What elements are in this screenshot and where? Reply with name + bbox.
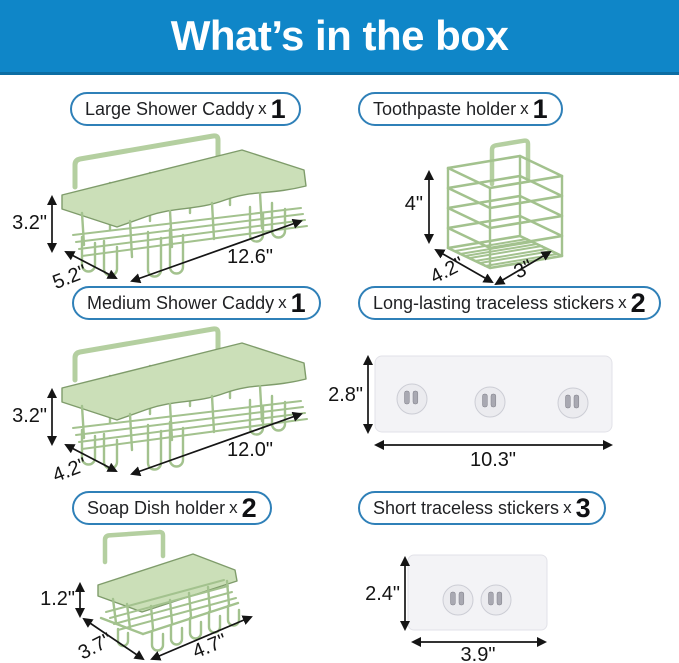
width-arrow [130,218,303,284]
toothpaste-holder-dimensions: 4" 4.2" 3" [405,169,552,288]
medium-shower-caddy-figure: 3.2" 4.2" 12.0" [12,326,308,487]
large-caddy-height-label: 3.2" [12,212,47,234]
times-sign: x [563,498,572,517]
width-arrow [494,250,552,286]
toothpaste-depth-label: 4.2" [427,253,468,288]
short-sticker-dimensions: 2.4" 3.9" [365,555,548,663]
item-qty: 3 [575,492,591,523]
item-name: Long-lasting traceless stickers [373,292,615,313]
cage-hanging-loop-icon [489,138,531,187]
short-sticker-height-label: 2.4" [365,583,400,605]
depth-arrow [64,251,118,279]
item-name: Toothpaste holder [373,98,517,119]
hook-mount-2 [474,386,506,418]
page-title: What’s in the box [170,12,509,59]
label-long-lasting-stickers: Long-lasting traceless stickers x 2 [358,286,661,320]
label-large-shower-caddy: Large Shower Caddy x 1 [70,92,301,126]
long-sticker-figure: 2.8" 10.3" [328,354,614,471]
item-name: Large Shower Caddy [85,98,255,119]
medium-caddy-depth-label: 4.2" [50,454,90,487]
short-sticker-width-label: 3.9" [461,644,496,663]
hook-mount-3 [557,387,589,419]
item-qty: 2 [630,287,646,318]
dish-rim [97,553,238,613]
hook-mount-1 [442,584,474,616]
large-shower-caddy-figure: 3.2" 5.2" 12.6" [12,133,308,294]
depth-arrow [64,444,118,472]
label-soap-dish-holder: Soap Dish holder x 2 [72,491,272,525]
long-sticker-width-label: 10.3" [470,449,516,471]
label-toothpaste-holder: Toothpaste holder x 1 [358,92,563,126]
soap-dish-width-label: 4.7" [189,630,230,663]
width-arrow [150,615,253,661]
hook-mount-2 [480,584,512,616]
large-caddy-depth-label: 5.2" [50,261,90,294]
soap-dish-depth-label: 3.7" [75,629,116,663]
large-caddy-width-label: 12.6" [227,246,273,268]
times-sign: x [520,99,529,118]
times-sign: x [618,293,627,312]
item-qty: 2 [241,492,257,523]
item-qty: 1 [270,93,286,124]
soap-dish-height-label: 1.2" [40,588,75,610]
short-sticker-figure: 2.4" 3.9" [365,554,548,663]
medium-caddy-width-label: 12.0" [227,439,273,461]
caddy-rim [61,149,307,228]
times-sign: x [229,498,238,517]
soap-dish-figure: 1.2" 3.7" 4.7" [40,529,253,663]
item-qty: 1 [290,287,306,318]
toothpaste-height-label: 4" [405,193,423,215]
depth-arrow [82,617,145,661]
item-qty: 1 [532,93,548,124]
label-short-stickers: Short traceless stickers x 3 [358,491,606,525]
item-name: Medium Shower Caddy [87,292,275,313]
dish-hanging-loop-icon [102,529,166,565]
width-arrow [130,411,303,477]
caddy-rim [61,342,307,421]
label-medium-shower-caddy: Medium Shower Caddy x 1 [72,286,321,320]
medium-caddy-height-label: 3.2" [12,405,47,427]
times-sign: x [258,99,267,118]
caddy-hanging-rail-icon [72,133,221,190]
item-name: Soap Dish holder [87,497,226,518]
toothpaste-cage-drawing [446,138,564,270]
long-sticker-dimensions: 2.8" 10.3" [328,354,614,471]
long-sticker-height-label: 2.8" [328,384,363,406]
header-banner: What’s in the box [0,0,679,75]
toothpaste-holder-figure: 4" 4.2" 3" [405,138,564,288]
item-name: Short traceless stickers [373,497,560,518]
depth-arrow [434,248,494,284]
times-sign: x [278,293,287,312]
caddy-hanging-rail-icon [72,326,221,383]
hook-mount-1 [396,383,428,415]
sticker-pad [407,554,548,631]
